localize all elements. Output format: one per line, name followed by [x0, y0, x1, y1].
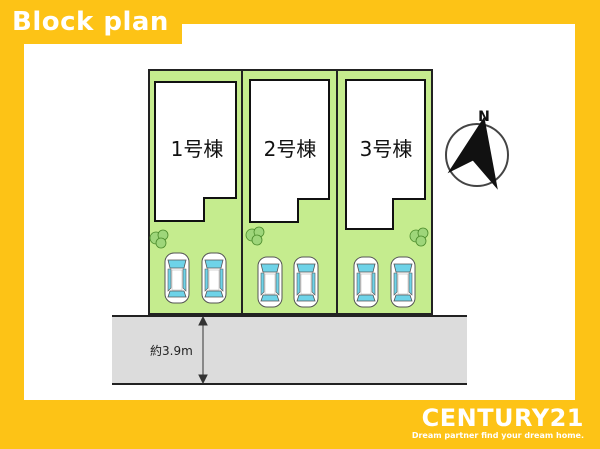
road-width-arrow [198, 315, 208, 385]
car-icon [293, 256, 319, 308]
car-icon [164, 252, 190, 304]
car-icon [353, 256, 379, 308]
lot-1: 1号棟 [148, 69, 243, 315]
lot-1-label: 1号棟 [171, 137, 224, 161]
lot-2: 2号棟 [241, 69, 338, 315]
north-label: N [478, 109, 490, 125]
block-plan-title: Block plan [0, 0, 182, 44]
lot-3: 3号棟 [336, 69, 433, 315]
century21-logo: CENTURY21 Dream partner find your dream … [412, 405, 584, 441]
brand-name: CENTURY21 [421, 404, 584, 432]
lot-3-label: 3号棟 [360, 137, 413, 161]
brand-tagline: Dream partner find your dream home. [411, 431, 584, 440]
car-icon [201, 252, 227, 304]
car-icon [257, 256, 283, 308]
road [112, 316, 467, 384]
compass-icon: N [445, 109, 509, 190]
lot-2-label: 2号棟 [264, 137, 317, 161]
car-icon [390, 256, 416, 308]
road-width-label: 約3.9m [150, 343, 193, 358]
